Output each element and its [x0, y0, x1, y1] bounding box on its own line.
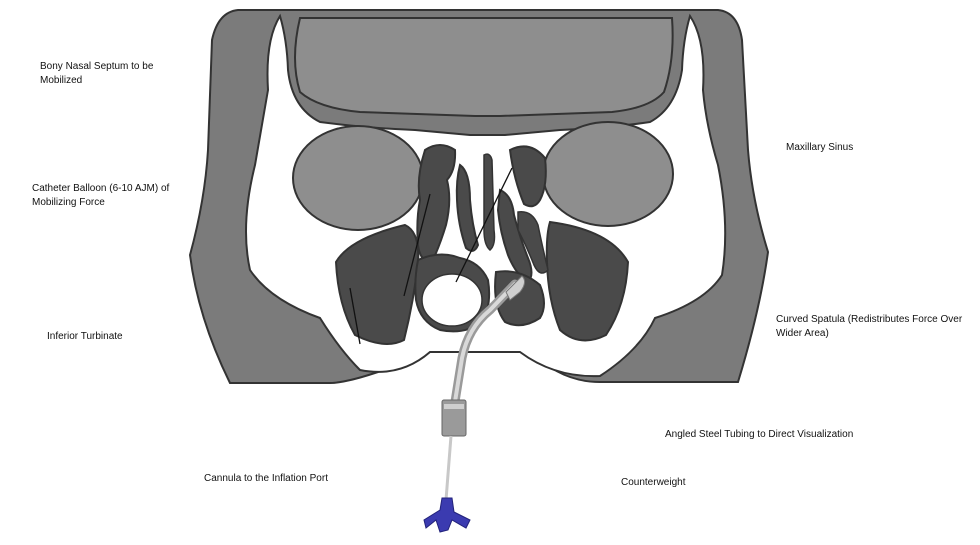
catheter-balloon — [421, 273, 483, 327]
label-curved-spatula: Curved Spatula (Redistributes Force Over… — [776, 314, 963, 339]
label-catheter-balloon: Catheter Balloon (6-10 AJM) of Mobilizin… — [32, 183, 170, 208]
inferior-turbinate-left — [334, 223, 420, 345]
label-cannula: Cannula to the Inflation Port — [204, 473, 328, 484]
angled-steel-tubing-highlight — [452, 282, 517, 410]
middle-turbinate-right — [496, 188, 533, 284]
maxillary-sinus-right — [542, 121, 674, 227]
label-counterweight: Counterweight — [621, 477, 686, 488]
ethmoid-left — [416, 144, 457, 264]
nasal-septum — [483, 153, 496, 251]
ethmoid-right-small — [517, 211, 549, 274]
label-angled-tubing: Angled Steel Tubing to Direct Visualizat… — [665, 429, 854, 440]
pointer-balloon — [403, 193, 431, 297]
counterweight-band — [444, 404, 464, 409]
cannula — [444, 435, 453, 501]
pointer-septum — [455, 167, 513, 283]
maxillary-sinus-left — [292, 125, 424, 231]
curved-spatula — [505, 275, 526, 301]
pointer-turbinate — [349, 287, 361, 345]
ethmoid-right — [508, 145, 547, 208]
label-inferior-turbinate: Inferior Turbinate — [47, 331, 123, 342]
middle-turbinate-left — [455, 163, 480, 252]
cavity-lower-right — [494, 270, 545, 327]
inflation-port-connector — [423, 497, 471, 533]
label-maxillary-sinus: Maxillary Sinus — [786, 142, 854, 153]
label-bony-septum: Bony Nasal Septum to be Mobilized — [40, 61, 154, 86]
upper-cavity — [294, 17, 674, 117]
inferior-turbinate-right — [545, 220, 630, 342]
